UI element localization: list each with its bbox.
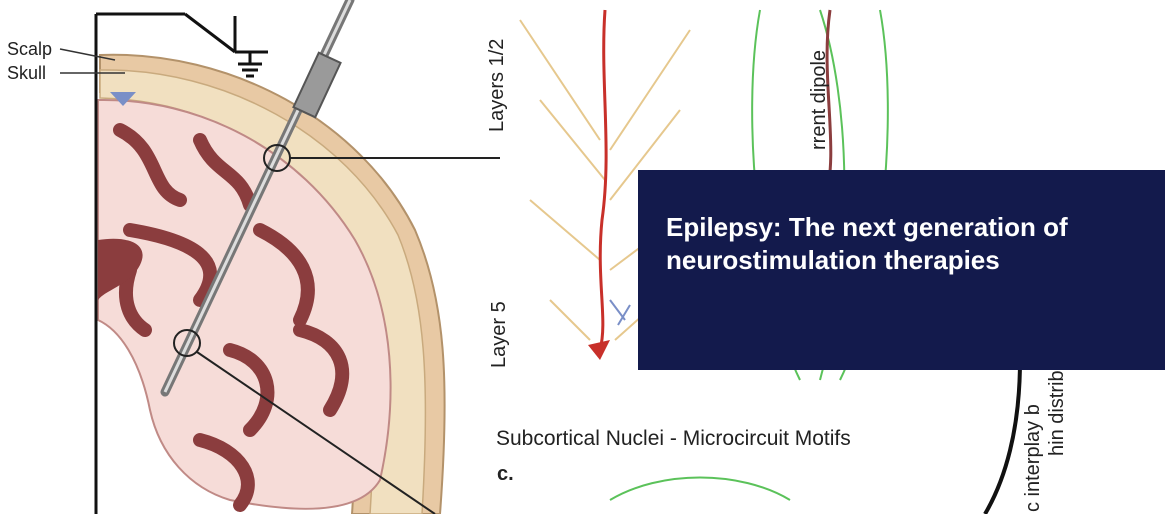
skull-label: Skull	[7, 63, 46, 84]
title-banner[interactable]: Epilepsy: The next generation of neurost…	[638, 170, 1165, 370]
subcortical-label: Subcortical Nuclei - Microcircuit Motifs	[496, 427, 851, 451]
soma	[588, 340, 610, 360]
brain-cross-section	[98, 55, 445, 514]
layers-label: Layers 1/2	[486, 39, 509, 132]
panel-c-label: c.	[497, 463, 514, 486]
dipole-label: rrent dipole	[808, 50, 831, 150]
banner-title: Epilepsy: The next generation of neurost…	[666, 211, 1156, 277]
apical-dendrite	[600, 10, 606, 350]
network-arc	[985, 360, 1020, 514]
feedback-arc	[610, 478, 790, 501]
layer5-label: Layer 5	[488, 301, 511, 368]
scalp-label: Scalp	[7, 39, 52, 60]
interplay-label: c interplay b	[1022, 404, 1045, 512]
interneuron	[610, 300, 630, 325]
